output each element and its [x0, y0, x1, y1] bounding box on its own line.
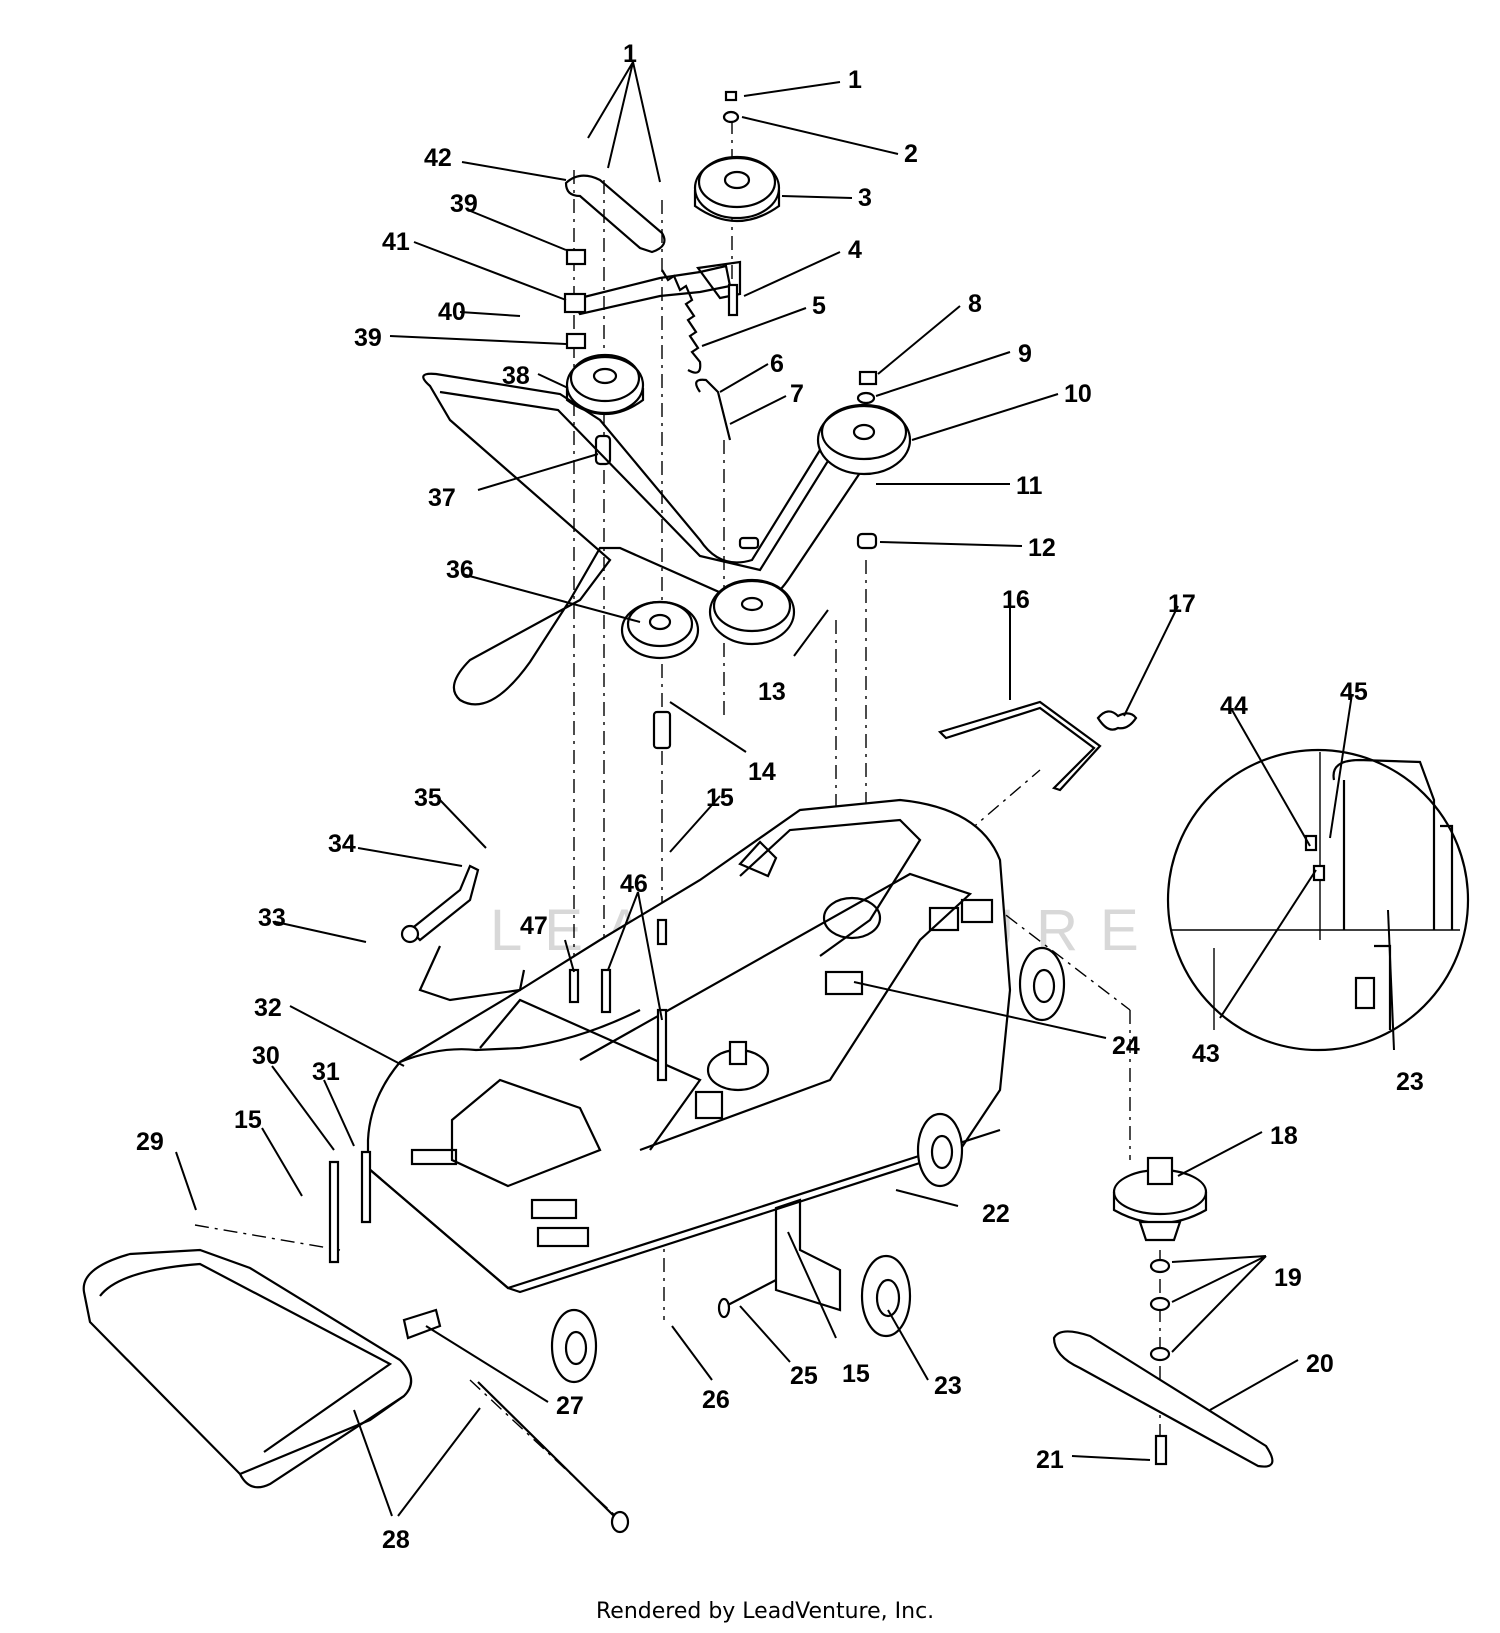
callout-37: 37: [428, 484, 456, 512]
callout-9: 9: [1018, 340, 1032, 368]
discharge-chute: [82, 1248, 413, 1489]
callout-28: 28: [382, 1526, 410, 1554]
callout-4: 4: [848, 236, 862, 264]
callout-40: 40: [438, 298, 466, 326]
callout-43: 43: [1192, 1040, 1220, 1068]
callout-16: 16: [1002, 586, 1030, 614]
callout-labels: 1 1 2 3 4 5 6 7 8 9 10 11 12 13 14 15 16…: [136, 40, 1424, 1554]
pulley-3: [693, 155, 781, 223]
callout-47: 47: [520, 912, 548, 940]
belt-cover-16: [937, 700, 1102, 792]
callout-22: 22: [982, 1200, 1010, 1228]
callout-15a: 15: [706, 784, 734, 812]
callout-46: 46: [620, 870, 648, 898]
callout-15c: 15: [234, 1106, 262, 1134]
deck-spindle: [694, 1040, 770, 1120]
callout-26: 26: [702, 1386, 730, 1414]
callout-20: 20: [1306, 1350, 1334, 1378]
pulley-10: [816, 403, 912, 476]
callout-25: 25: [790, 1362, 818, 1390]
detail-view: [1166, 748, 1470, 1052]
callout-21: 21: [1036, 1446, 1064, 1474]
callout-27: 27: [556, 1392, 584, 1420]
callout-7: 7: [790, 380, 804, 408]
footer-credit: Rendered by LeadVenture, Inc.: [596, 1599, 934, 1624]
assembly-lines: [194, 120, 1161, 1521]
callout-32: 32: [254, 994, 282, 1022]
callout-31: 31: [312, 1058, 340, 1086]
pulley-36: [620, 600, 700, 660]
callout-44: 44: [1220, 692, 1248, 720]
spindle-18: [1112, 1156, 1208, 1242]
idler-bracket: [570, 264, 732, 316]
callout-23b: 23: [934, 1372, 962, 1400]
callout-39b: 39: [354, 324, 382, 352]
callout-6: 6: [770, 350, 784, 378]
mower-deck: [366, 798, 1012, 1294]
leader-lines: [175, 61, 1395, 1517]
callout-12: 12: [1028, 534, 1056, 562]
callout-35: 35: [414, 784, 442, 812]
callout-3: 3: [858, 184, 872, 212]
callout-17: 17: [1168, 590, 1196, 618]
callout-13: 13: [758, 678, 786, 706]
callout-19: 19: [1274, 1264, 1302, 1292]
deck-wheels: [550, 946, 1066, 1384]
callout-39a: 39: [450, 190, 478, 218]
callout-42: 42: [424, 144, 452, 172]
callout-1b: 1: [848, 66, 862, 94]
callout-33: 33: [258, 904, 286, 932]
callout-14: 14: [748, 758, 776, 786]
spacer-14: [652, 710, 672, 750]
callout-24: 24: [1112, 1032, 1140, 1060]
callout-29: 29: [136, 1128, 164, 1156]
callout-5: 5: [812, 292, 826, 320]
callout-34: 34: [328, 830, 356, 858]
blade-20: [1052, 1330, 1274, 1468]
callout-18: 18: [1270, 1122, 1298, 1150]
pulley-38: [565, 353, 645, 416]
callout-38: 38: [502, 362, 530, 390]
pulley-center: [708, 578, 796, 646]
callout-23a: 23: [1396, 1068, 1424, 1096]
callout-30: 30: [252, 1042, 280, 1070]
callout-41: 41: [382, 228, 410, 256]
callout-1a: 1: [623, 40, 637, 68]
callout-45: 45: [1340, 678, 1368, 706]
callout-36: 36: [446, 556, 474, 584]
callout-2: 2: [904, 140, 918, 168]
spring-5: [661, 269, 702, 374]
callout-15b: 15: [842, 1360, 870, 1388]
idler-arm: [564, 174, 666, 254]
callout-10: 10: [1064, 380, 1092, 408]
callout-11: 11: [1016, 472, 1043, 500]
callout-8: 8: [968, 290, 982, 318]
